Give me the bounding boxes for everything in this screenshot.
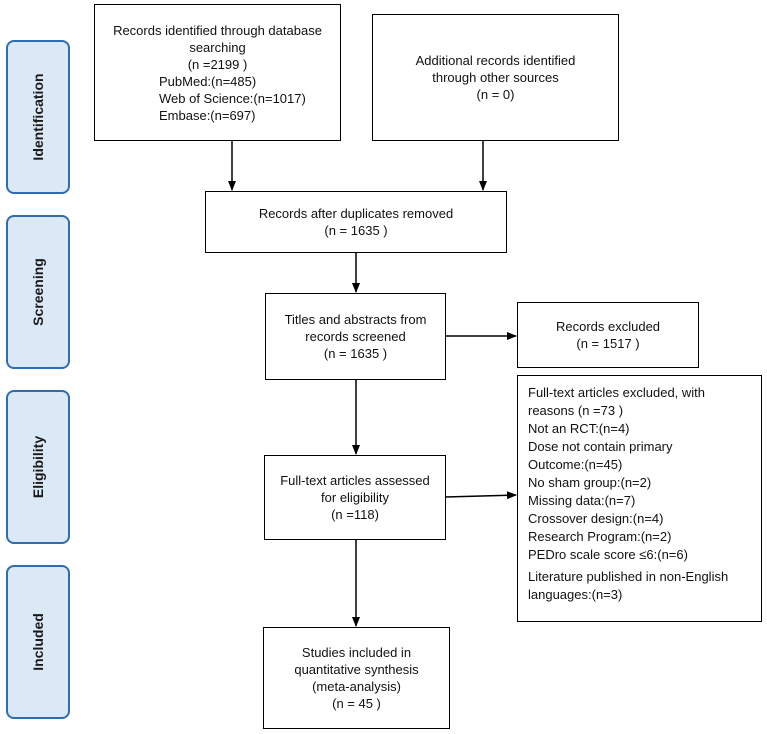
records-excluded-box: Records excluded (n = 1517 ) <box>517 302 699 368</box>
database-line-6: Embase:(n=697) <box>159 107 256 123</box>
excluded-line-1: Records excluded <box>555 319 661 334</box>
included-line-1: Studies included in <box>301 645 412 660</box>
included-line-3: (meta-analysis) <box>312 679 401 694</box>
fulltext-excluded-line-9: Research Program:(n=2) <box>528 529 672 544</box>
database-line-3: (n =2199 ) <box>187 56 248 72</box>
fulltext-excluded-line-1: Full-text articles excluded, with <box>528 385 706 400</box>
database-records-box: Records identified through database sear… <box>94 4 341 141</box>
stage-identification: Identification <box>6 40 70 194</box>
screened-line-3: (n = 1635 ) <box>323 346 388 361</box>
fulltext-excluded-line-12: languages:(n=3) <box>528 587 623 602</box>
other-sources-line-1: Additional records identified <box>415 53 576 68</box>
arrow-fulltext-to-excluded <box>444 491 517 500</box>
fulltext-assessed-line-1: Full-text articles assessed <box>280 473 430 488</box>
fulltext-excluded-line-3: Not an RCT:(n=4) <box>528 421 630 436</box>
duplicates-line-1: Records after duplicates removed <box>258 206 454 221</box>
fulltext-excluded-line-4: Dose not contain primary <box>528 439 673 454</box>
other-sources-line-3: (n = 0) <box>476 87 515 102</box>
duplicates-line-2: (n = 1635 ) <box>324 223 388 238</box>
fulltext-assessed-box: Full-text articles assessed for eligibil… <box>264 455 446 540</box>
fulltext-excluded-line-5: Outcome:(n=45) <box>528 457 623 472</box>
other-sources-line-2: through other sources <box>432 70 559 85</box>
fulltext-excluded-line-8: Crossover design:(n=4) <box>528 511 664 526</box>
stage-screening: Screening <box>6 215 70 369</box>
database-line-4: PubMed:(n=485) <box>159 73 257 89</box>
screened-line-1: Titles and abstracts from <box>284 312 427 327</box>
stage-eligibility: Eligibility <box>6 390 70 544</box>
stage-included: Included <box>6 565 70 719</box>
included-line-4: (n = 45 ) <box>332 696 381 711</box>
fulltext-excluded-line-6: No sham group:(n=2) <box>528 475 652 490</box>
database-line-1: Records identified through database <box>113 22 322 38</box>
fulltext-assessed-line-2: for eligibility <box>321 490 389 505</box>
other-sources-box: Additional records identified through ot… <box>372 14 619 141</box>
screened-line-2: records screened <box>305 329 406 344</box>
included-line-2: quantitative synthesis <box>294 662 419 677</box>
excluded-line-2: (n = 1517 ) <box>576 336 640 351</box>
fulltext-assessed-line-3: (n =118) <box>331 507 379 522</box>
fulltext-excluded-line-7: Missing data:(n=7) <box>528 493 636 508</box>
duplicates-removed-box: Records after duplicates removed (n = 16… <box>205 191 507 253</box>
included-studies-box: Studies included in quantitative synthes… <box>263 627 450 729</box>
fulltext-excluded-box: Full-text articles excluded, with reason… <box>517 375 762 622</box>
database-line-2: searching <box>189 39 246 55</box>
database-line-5: Web of Science:(n=1017) <box>159 90 306 106</box>
fulltext-excluded-line-11: Literature published in non-English <box>528 569 729 584</box>
fulltext-excluded-line-2: reasons (n =73 ) <box>528 403 624 418</box>
screened-box: Titles and abstracts from records screen… <box>265 293 446 380</box>
fulltext-excluded-line-10: PEDro scale score ≤6:(n=6) <box>528 547 688 562</box>
